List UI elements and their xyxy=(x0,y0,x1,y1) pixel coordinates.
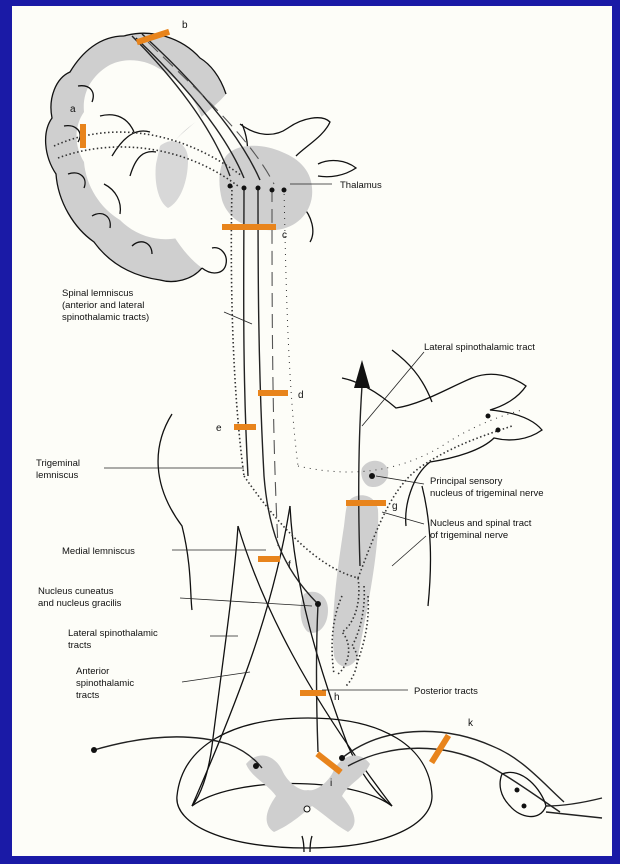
letter-b: b xyxy=(182,20,188,31)
label-principal-sensory-1: Principal sensory xyxy=(430,476,503,487)
cuneatus-gracilis-grey xyxy=(301,592,328,633)
thalamus-area xyxy=(219,146,312,230)
label-nucleus-cuneatus-2: and nucleus gracilis xyxy=(38,598,122,609)
letter-i: i xyxy=(330,778,332,789)
letter-d: d xyxy=(298,390,304,401)
label-spinal-lemniscus-2: (anterior and lateral xyxy=(62,300,144,311)
letter-e: e xyxy=(216,423,222,434)
letter-h: h xyxy=(334,692,340,703)
label-lateral-spinothalamic-tracts-1: Lateral spinothalamic xyxy=(68,628,158,639)
lesion-marker-i xyxy=(315,751,342,774)
principal-sensory-nucleus-grey xyxy=(361,461,388,487)
label-nucleus-cuneatus-1: Nucleus cuneatus xyxy=(38,586,114,597)
label-posterior-tracts: Posterior tracts xyxy=(414,686,478,697)
spinal-cord-section xyxy=(177,718,432,852)
lesion-marker-e xyxy=(234,424,256,430)
letter-f: f xyxy=(288,560,291,571)
lesion-marker-g xyxy=(346,500,386,506)
lesion-marker-a xyxy=(80,124,86,148)
label-spinal-lemniscus-1: Spinal lemniscus xyxy=(62,288,134,299)
letter-a: a xyxy=(70,104,76,115)
diagram-frame: b a c d e f g h i k Thalamus Spinal lemn… xyxy=(12,6,612,856)
spinal-trigeminal-nucleus-grey xyxy=(333,495,378,666)
label-medial-lemniscus: Medial lemniscus xyxy=(62,546,135,557)
label-nucleus-spinal-tract-1: Nucleus and spinal tract xyxy=(430,518,532,529)
sensory-pathways-diagram: b a c d e f g h i k Thalamus Spinal lemn… xyxy=(12,6,612,856)
letter-k: k xyxy=(468,718,474,729)
label-trigeminal-lemniscus-1: Trigeminal xyxy=(36,458,80,469)
lesion-marker-f xyxy=(258,556,280,562)
letter-g: g xyxy=(392,501,398,512)
label-anterior-spinothalamic-3: tracts xyxy=(76,690,99,701)
label-nucleus-spinal-tract-2: of trigeminal nerve xyxy=(430,530,508,541)
lesion-marker-h xyxy=(300,690,326,696)
label-lateral-spinothalamic-tract: Lateral spinothalamic tract xyxy=(424,342,535,353)
label-trigeminal-lemniscus-2: lemniscus xyxy=(36,470,78,481)
letter-c: c xyxy=(282,230,287,241)
label-anterior-spinothalamic-2: spinothalamic xyxy=(76,678,134,689)
label-spinal-lemniscus-3: spinothalamic tracts) xyxy=(62,312,149,323)
label-principal-sensory-2: nucleus of trigeminal nerve xyxy=(430,488,544,499)
lesion-marker-c xyxy=(222,224,276,230)
label-anterior-spinothalamic-1: Anterior xyxy=(76,666,109,677)
cerebral-hemisphere xyxy=(46,33,248,281)
lesion-marker-d xyxy=(258,390,288,396)
label-thalamus: Thalamus xyxy=(340,180,382,191)
label-lateral-spinothalamic-tracts-2: tracts xyxy=(68,640,91,651)
